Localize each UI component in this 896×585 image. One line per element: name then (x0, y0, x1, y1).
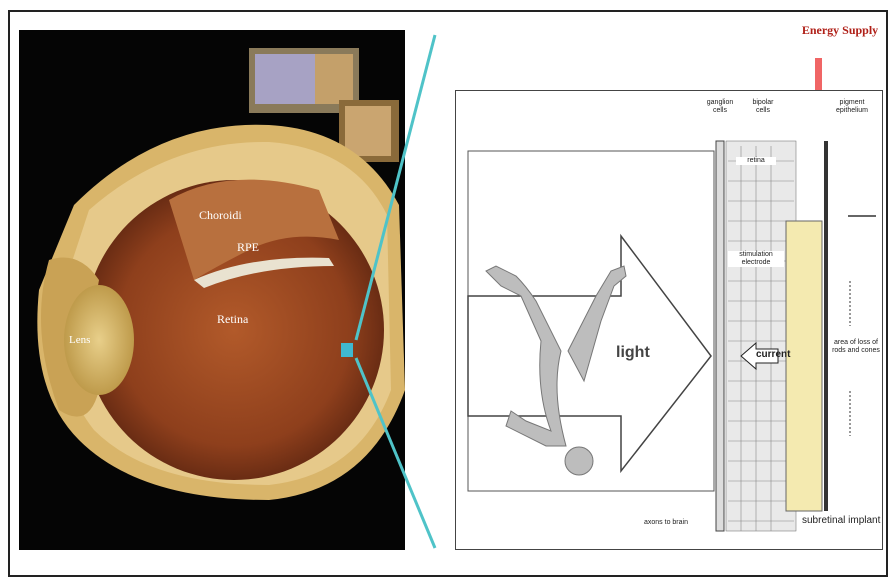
schematic-drawing (456, 91, 884, 551)
retina-inner-label: retina (736, 157, 776, 165)
ganglion-cells-label: ganglion cells (701, 99, 739, 115)
area-of-loss-label: area of loss of rods and cones (832, 339, 880, 355)
subretinal-implant-label: subretinal implant (802, 515, 882, 527)
axons-to-brain-label: axons to brain (636, 519, 696, 527)
retinal-implant-schematic: ganglion cells bipolar cells pigment epi… (455, 90, 883, 550)
pigment-epithelium-line (824, 141, 828, 511)
subretinal-implant (786, 221, 822, 511)
current-label: current (756, 349, 790, 361)
stimulation-electrode-label: stimulation electrode (728, 251, 784, 267)
bipolar-cells-label: bipolar cells (746, 99, 780, 115)
pointer-line-bottom (356, 358, 435, 548)
pigment-epithelium-label: pigment epithelium (828, 99, 876, 115)
light-label: light (616, 347, 650, 359)
pointer-line-top (356, 35, 435, 340)
energy-supply-label: Energy Supply (800, 22, 880, 38)
axon-layer (716, 141, 724, 531)
